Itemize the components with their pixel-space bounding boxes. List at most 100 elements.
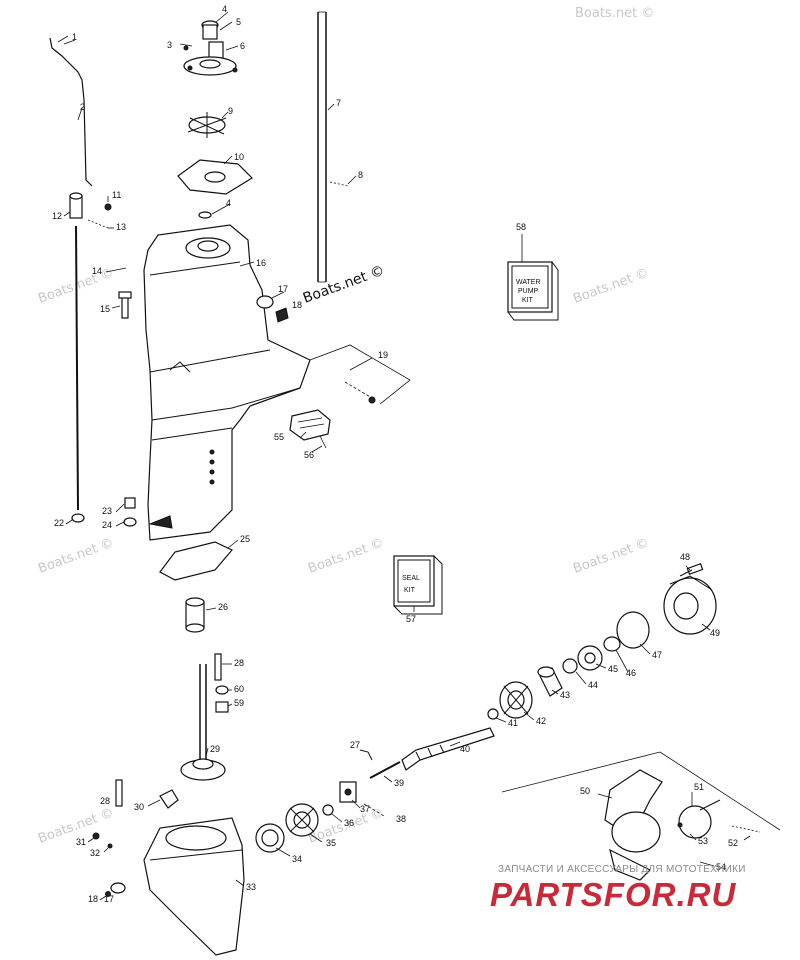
pinion-shaft xyxy=(180,664,226,781)
driveshaft xyxy=(317,11,327,283)
oring-47 xyxy=(616,611,650,649)
callout-36: 36 xyxy=(344,818,354,828)
callout-38: 38 xyxy=(396,814,406,824)
callout-12: 12 xyxy=(52,211,62,221)
callout-51: 51 xyxy=(694,782,704,792)
callout-5: 5 xyxy=(236,17,241,27)
callout-39: 39 xyxy=(394,778,404,788)
callout-43: 43 xyxy=(560,690,570,700)
callout-42: 42 xyxy=(536,716,546,726)
anode-19 xyxy=(309,344,411,405)
callout-15: 15 xyxy=(100,304,110,314)
seal-kit-line1: SEAL xyxy=(402,575,420,582)
callout-49: 49 xyxy=(710,628,720,638)
seal-kit-57: SEAL KIT xyxy=(393,555,443,615)
callout-13: 13 xyxy=(116,222,126,232)
water-pump-kit-58: WATER PUMP KIT xyxy=(507,261,559,321)
callout-7: 7 xyxy=(336,98,341,108)
impeller xyxy=(187,112,227,138)
callout-19: 19 xyxy=(378,350,388,360)
callout-50: 50 xyxy=(580,786,590,796)
pin-27 xyxy=(359,749,373,761)
callout-4b: 4 xyxy=(226,198,231,208)
driveshaft-housing xyxy=(143,224,311,541)
callout-30: 30 xyxy=(134,802,144,812)
stud-28 xyxy=(214,653,222,681)
callout-37: 37 xyxy=(360,804,370,814)
shift-pin-39 xyxy=(369,761,401,779)
drain-plug-upper xyxy=(256,295,289,323)
callout-6: 6 xyxy=(240,41,245,51)
callout-27: 27 xyxy=(350,740,360,750)
callout-58: 58 xyxy=(516,222,526,232)
callout-17b: 17 xyxy=(104,894,114,904)
shop-logo: PARTSFOR.RU xyxy=(490,876,737,913)
callout-59: 59 xyxy=(234,698,244,708)
watermarks: Boats.net © Boats.net © Boats.net © Boat… xyxy=(36,6,654,847)
pump-plate xyxy=(177,159,253,195)
watermark: Boats.net © xyxy=(36,536,116,577)
clip-30 xyxy=(159,789,179,809)
bearing-46 xyxy=(603,636,621,652)
callout-16: 16 xyxy=(256,258,266,268)
callout-32: 32 xyxy=(90,848,100,858)
callout-29: 29 xyxy=(210,744,220,754)
gear-42 xyxy=(499,681,533,719)
callout-60: 60 xyxy=(234,684,244,694)
watermark: Boats.net © xyxy=(571,536,651,577)
callout-47: 47 xyxy=(652,650,662,660)
nuts-22-24 xyxy=(71,497,137,527)
callout-10: 10 xyxy=(234,152,244,162)
trim-tab xyxy=(289,409,331,449)
washer-36 xyxy=(322,804,334,816)
callout-14: 14 xyxy=(92,266,102,276)
sleeve-26 xyxy=(185,597,205,633)
watermark: Boats.net © xyxy=(575,6,654,21)
pin-8 xyxy=(329,181,349,187)
callout-18a: 18 xyxy=(292,300,302,310)
callout-2: 2 xyxy=(80,102,85,112)
gear-45 xyxy=(577,645,603,671)
callout-33: 33 xyxy=(246,882,256,892)
callout-9: 9 xyxy=(228,106,233,116)
callout-45: 45 xyxy=(608,664,618,674)
callout-23: 23 xyxy=(102,506,112,516)
gear-35 xyxy=(285,803,319,837)
callout-48: 48 xyxy=(680,552,690,562)
shift-coupler xyxy=(69,192,112,229)
seal-kit-line2: KIT xyxy=(404,587,416,594)
callout-4a: 4 xyxy=(222,4,227,14)
pump-kit-line1: WATER xyxy=(516,279,541,286)
seal-4 xyxy=(198,211,212,219)
pump-kit-line3: KIT xyxy=(522,297,534,304)
nuts-59-60 xyxy=(215,685,229,713)
shift-rod-lower xyxy=(75,225,79,511)
callout-11: 11 xyxy=(112,190,121,200)
fasteners-31-32 xyxy=(92,832,113,849)
callout-44: 44 xyxy=(588,680,598,690)
callout-24: 24 xyxy=(102,520,112,530)
callout-34: 34 xyxy=(292,854,302,864)
callout-22: 22 xyxy=(54,518,64,528)
gasket-25 xyxy=(159,541,233,581)
callout-56: 56 xyxy=(304,450,314,460)
propeller-shaft xyxy=(401,727,495,771)
watermark-dark: Boats.net © xyxy=(301,263,387,307)
watermark: Boats.net © xyxy=(306,536,386,577)
callout-labels: 1 2 3 4 5 6 9 10 4 7 8 11 12 13 14 15 16… xyxy=(52,4,738,904)
callout-1: 1 xyxy=(72,32,77,42)
callout-40: 40 xyxy=(460,744,470,754)
callout-35: 35 xyxy=(326,838,336,848)
propeller-assembly xyxy=(501,751,781,881)
pump-kit-line2: PUMP xyxy=(518,288,539,295)
callout-18b: 18 xyxy=(88,894,98,904)
callout-31: 31 xyxy=(76,837,86,847)
callout-28a: 28 xyxy=(234,658,244,668)
callout-8: 8 xyxy=(358,170,363,180)
gearcase-33 xyxy=(143,817,245,956)
callout-54: 54 xyxy=(716,862,726,872)
clutch-37 xyxy=(339,781,357,803)
callout-26: 26 xyxy=(218,602,228,612)
bolt-28b xyxy=(115,779,123,807)
